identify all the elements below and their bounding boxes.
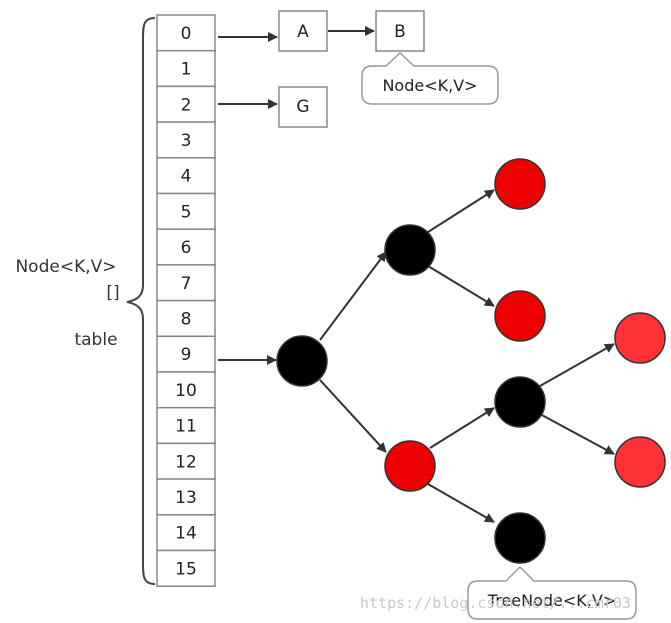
edge-lower-leaf <box>427 483 495 523</box>
table-cell-index: 8 <box>181 309 192 329</box>
table-cell-index: 13 <box>175 488 197 508</box>
tree-leaf-right-top <box>614 312 666 364</box>
tree-node-mid <box>494 376 546 428</box>
node-callout <box>361 51 499 105</box>
list-node-a-label: A <box>297 22 309 42</box>
treenode-callout <box>467 565 637 620</box>
node-callout-label: Node<K,V> <box>382 76 477 95</box>
table-cell-index: 1 <box>181 60 192 80</box>
table-cell <box>156 121 216 159</box>
table-cell <box>156 478 216 516</box>
table-cell-index: 3 <box>181 131 192 151</box>
tree-leaf-right-bottom <box>614 436 666 488</box>
table-cell <box>156 371 216 409</box>
table-brace <box>126 17 156 585</box>
table-cell-index: 2 <box>181 95 192 115</box>
table-cell-index: 11 <box>175 417 197 437</box>
list-node-g-label: G <box>296 97 309 117</box>
side-label-name: table <box>74 330 117 350</box>
list-node-b <box>375 10 425 52</box>
edge-upper-bottom <box>427 265 495 307</box>
table-cell-index: 7 <box>181 274 192 294</box>
table-cell-index: 4 <box>181 167 192 187</box>
table-cell-index: 12 <box>175 452 197 472</box>
table-cell-index: 0 <box>181 24 192 44</box>
side-label-type: Node<K,V> <box>15 257 116 277</box>
table-cell <box>156 406 216 445</box>
treenode-callout-label: TreeNode<K,V> <box>487 591 616 610</box>
table-cell-index: 9 <box>181 345 192 365</box>
tree-leaf-black <box>494 512 546 564</box>
table-cell <box>156 335 216 373</box>
tree-leaf-top <box>494 158 546 210</box>
table-cell-index: 14 <box>175 524 197 544</box>
list-node-a <box>278 10 328 52</box>
table-cell <box>156 264 216 302</box>
tree-root-node <box>276 335 328 387</box>
edge-mid-top <box>539 343 615 387</box>
table-cell-index: 10 <box>175 381 197 401</box>
table-cell-index: 6 <box>181 238 192 258</box>
edge-mid-bottom <box>539 413 615 455</box>
table-cell <box>156 549 216 587</box>
edge-root-upper <box>319 251 387 341</box>
edge-root-lower <box>319 379 387 453</box>
tree-leaf-second <box>494 290 546 342</box>
list-node-g <box>278 86 328 128</box>
tree-node-lower <box>384 440 436 492</box>
side-label-brackets: [] <box>106 283 119 303</box>
watermark: https://blog.csdn.net/...cmr03 <box>360 594 631 612</box>
table-cell-index: 15 <box>175 559 197 579</box>
table-cell <box>156 192 216 230</box>
edge-lower-mid <box>429 407 495 449</box>
table-cell <box>156 14 216 52</box>
table-cell-index: 5 <box>181 202 192 222</box>
tree-node-upper <box>384 224 436 276</box>
edge-upper-top <box>427 189 495 233</box>
list-node-b-label: B <box>394 22 406 42</box>
